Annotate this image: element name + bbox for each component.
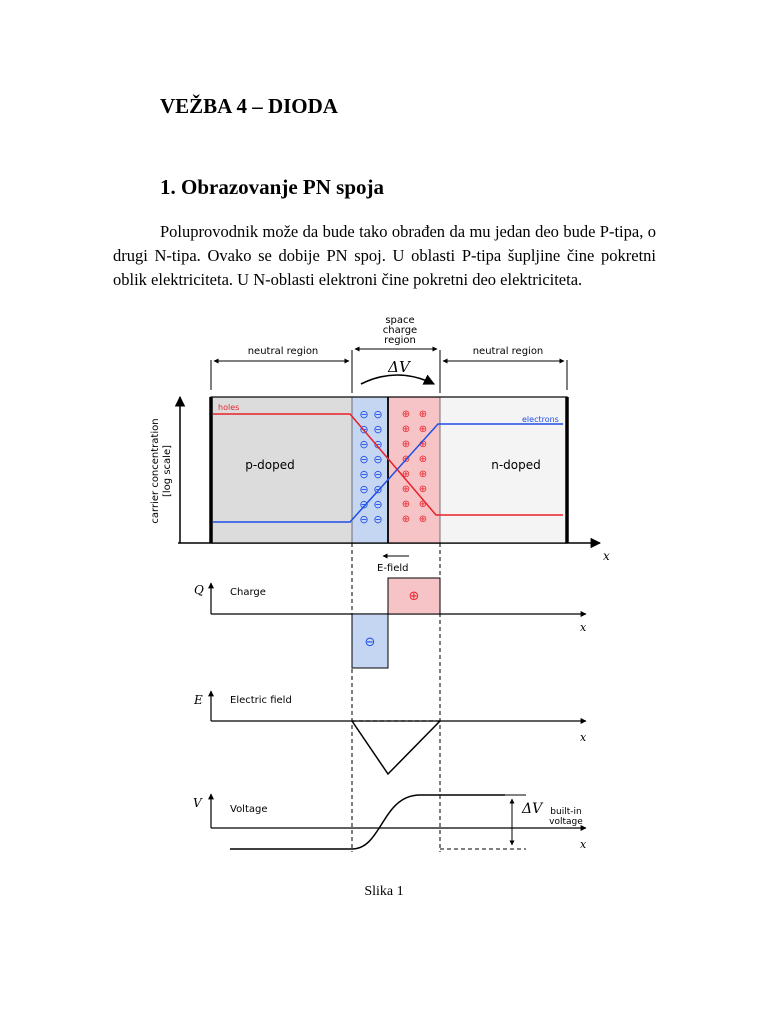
negative-ion-glyph: ⊖: [359, 468, 368, 481]
negative-ion-glyph: ⊖: [359, 483, 368, 496]
positive-ion-glyph: ⊕: [402, 514, 410, 525]
delta-v-right-label: ΔV: [521, 801, 544, 817]
electrons-curve: [213, 423, 563, 523]
negative-charge-glyph: ⊖: [365, 635, 376, 650]
body-paragraph: Poluprovodnik može da bude tako obrađen …: [113, 222, 656, 289]
delta-v-top-label: ΔV: [387, 358, 412, 376]
positive-charge-block: [387, 577, 441, 615]
negative-ion-glyph: ⊖: [373, 453, 382, 466]
negative-ion-glyph: ⊖: [373, 498, 382, 511]
svg-text:built-in: built-in: [550, 807, 581, 817]
charge-label: Charge: [230, 587, 266, 598]
electric-field-label: Electric field: [230, 695, 292, 706]
holes-curve: [213, 413, 563, 516]
document-title: VEŽBA 4 – DIODA: [160, 94, 338, 118]
p-doped-label: p-doped: [245, 458, 295, 472]
x-axis-label: x: [603, 549, 610, 563]
positive-ion-glyph: ⊕: [419, 499, 427, 510]
negative-ion-glyph: ⊖: [359, 408, 368, 421]
negative-ion-glyph: ⊖: [373, 438, 382, 451]
e-axis-label: E: [193, 693, 203, 707]
pn-junction-figure: space charge region neutral region neutr…: [150, 315, 610, 852]
section-heading: 1. Obrazovanje PN spoja: [160, 175, 384, 199]
svg-text:voltage: voltage: [549, 817, 583, 827]
positive-ion-glyph: ⊕: [419, 439, 427, 450]
negative-ion-glyph: ⊖: [373, 483, 382, 496]
neutral-region-left-label: neutral region: [248, 346, 319, 357]
q-axis-label: Q: [194, 583, 204, 597]
svg-text:charge: charge: [383, 325, 417, 336]
positive-charge-glyph: ⊕: [409, 589, 420, 604]
v-axis-label: V: [193, 796, 203, 810]
positive-ion-glyph: ⊕: [402, 499, 410, 510]
positive-ion-glyph: ⊕: [419, 409, 427, 420]
positive-ion-glyph: ⊕: [419, 469, 427, 480]
depletion-negative-region: [352, 397, 388, 543]
voltage-x-label: x: [580, 838, 587, 851]
positive-ion-glyph: ⊕: [419, 514, 427, 525]
efield-label: E-field: [377, 563, 409, 574]
svg-text:region: region: [384, 335, 416, 346]
y-axis-label: carrier concentration [log scale]: [150, 418, 173, 523]
neutral-region-right-label: neutral region: [473, 346, 544, 357]
n-region: [440, 397, 567, 543]
negative-ion-glyph: ⊖: [373, 468, 382, 481]
charge-x-label: x: [580, 621, 587, 634]
builtin-voltage-label: built-in voltage: [549, 807, 583, 827]
voltage-label: Voltage: [230, 804, 268, 815]
svg-text:carrier concentration: carrier concentration: [150, 418, 161, 523]
negative-ion-glyph: ⊖: [373, 408, 382, 421]
positive-ion-glyph: ⊕: [419, 484, 427, 495]
svg-text:space: space: [385, 315, 414, 326]
positive-ion-glyph: ⊕: [402, 469, 410, 480]
p-region: [211, 397, 352, 543]
space-charge-region-label: space charge region: [383, 315, 417, 346]
efield-curve: [351, 720, 441, 776]
positive-ion-glyph: ⊕: [402, 409, 410, 420]
voltage-curve: [230, 794, 505, 850]
n-doped-label: n-doped: [491, 458, 541, 472]
negative-charge-block: [351, 613, 389, 669]
delta-v-curved-arrow: [360, 374, 436, 385]
negative-ion-glyph: ⊖: [373, 423, 382, 436]
negative-ion-glyph: ⊖: [359, 453, 368, 466]
positive-ion-glyph: ⊕: [402, 439, 410, 450]
negative-ion-glyph: ⊖: [359, 438, 368, 451]
electrons-label: electrons: [522, 415, 559, 424]
holes-label: holes: [218, 403, 239, 412]
positive-ion-glyph: ⊕: [402, 424, 410, 435]
negative-ion-glyph: ⊖: [359, 498, 368, 511]
positive-ion-glyph: ⊕: [402, 484, 410, 495]
efield-x-label: x: [580, 731, 587, 744]
svg-text:[log scale]: [log scale]: [162, 445, 173, 497]
negative-ion-glyph: ⊖: [359, 513, 368, 526]
positive-ion-glyph: ⊕: [419, 424, 427, 435]
positive-ion-glyph: ⊕: [419, 454, 427, 465]
figure-caption: Slika 1: [364, 884, 404, 899]
negative-ion-glyph: ⊖: [373, 513, 382, 526]
